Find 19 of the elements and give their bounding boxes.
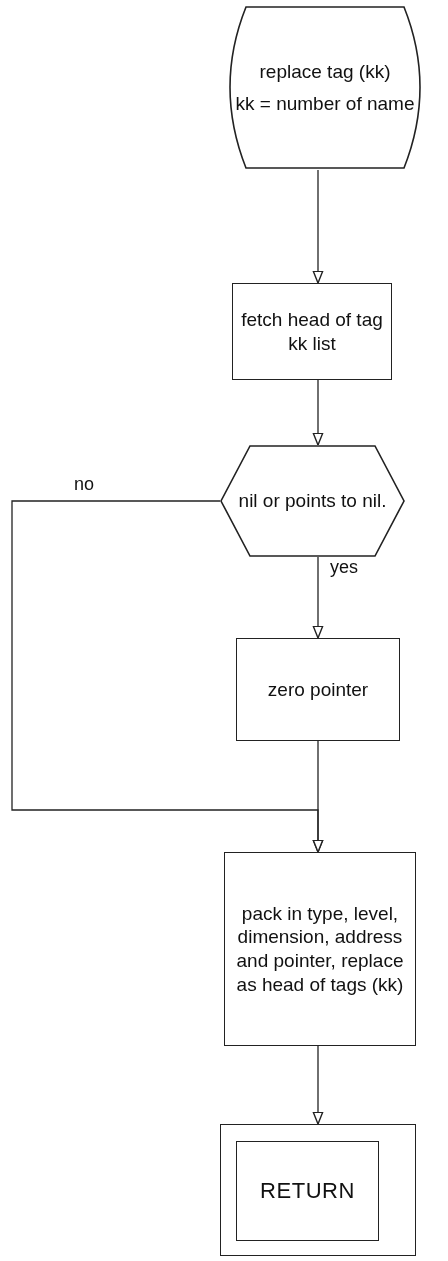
arrow: [312, 740, 324, 853]
node-text: kk = number of name: [235, 91, 415, 116]
process-box: [224, 852, 416, 1046]
node-text: pack in type, level, dimension, address and pointer, replace as head of tags (kk): [235, 901, 405, 997]
start-terminal: [226, 5, 424, 170]
node-text: zero pointer: [267, 677, 369, 702]
process-box: [236, 638, 400, 741]
arrow: [312, 1045, 324, 1125]
arrow: [312, 556, 324, 639]
arrow: [312, 169, 324, 284]
node-text: replace tag (kk): [259, 59, 391, 84]
node-text: RETURN: [260, 1177, 355, 1205]
process-box: [232, 283, 392, 380]
process-box: [236, 1141, 379, 1241]
node-text: fetch head of tag kk list: [241, 307, 383, 356]
node-text: nil or points to nil.: [238, 489, 387, 513]
return-frame: [220, 1124, 416, 1256]
arrow: [312, 379, 324, 446]
decision-hexagon: [220, 445, 405, 557]
